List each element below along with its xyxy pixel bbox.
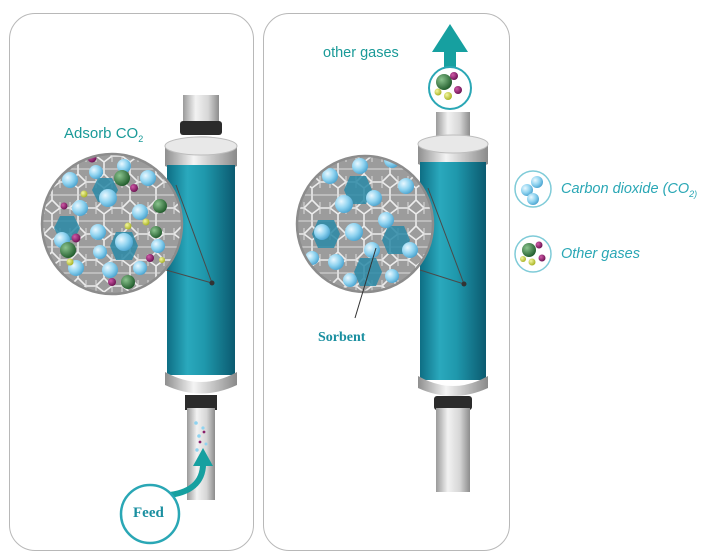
left-column [164,95,238,500]
feed-label: Feed [133,505,164,521]
right-bottom-cap [418,376,488,396]
sorbent-label: Sorbent [318,330,366,345]
right-bottom-ring [434,396,472,410]
legend [514,170,552,273]
right-column-body [420,162,486,380]
left-pointer-line-b [165,269,213,284]
other-gases-output-label: other gases [323,45,399,61]
adsorb-co2-label: Adsorb CO2 [64,125,144,144]
outlet-arrow-shaft [444,48,456,70]
feed-arrow-head [193,448,213,466]
right-pointer-line-b [419,269,465,285]
right-bottom-pipe [436,408,470,492]
legend-other-gases-label: Other gases [561,246,640,262]
outlet-arrow-head [432,24,468,52]
right-column [417,112,489,492]
left-top-ring [180,121,222,135]
left-pointer-dot [209,280,215,286]
right-pointer-dot [461,281,467,287]
left-co2-molecules [54,159,165,278]
sorbent-leader-line [354,247,377,319]
right-pointer-line-a [427,187,465,285]
left-bottom-cap [165,372,237,394]
right-magnifier [295,154,435,294]
legend-co2-label: Carbon dioxide (CO2) [561,181,698,199]
left-bottom-ring [185,395,217,410]
outlet-other-gas-molecule [434,72,462,100]
left-pointer-line-a [175,184,213,284]
feed-particles [194,421,208,452]
outlet-bubble [428,66,472,110]
feed-bubble [119,483,181,545]
left-magnifier [40,152,184,296]
